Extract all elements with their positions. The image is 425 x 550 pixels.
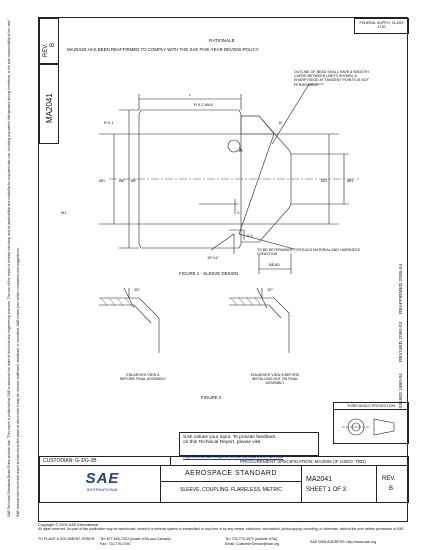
figure2-caption: FIGURE 2 [201, 395, 222, 400]
feedback-line1: SAE values your input. To provide feedba… [183, 435, 276, 440]
drawing-sheet: REV. B MA2041 FEDERAL SUPPLY CLASS 4730 … [38, 17, 409, 522]
doc-number-box-vertical: MA2041 [39, 64, 59, 144]
label-a: A [239, 148, 243, 154]
figure1-drawing: R 0.1 R 0.2 MAX A B ØD ØE ØF ØG ØH ØJ BE… [61, 83, 359, 274]
label-r02: R 0.2 MAX [194, 102, 214, 107]
note-hardness: TO BE DETERMINED FOR EACH MATERIAL AND H… [257, 248, 360, 257]
rationale-text: MA2041B HAS BEEN REAFFIRMED TO COMPLY WI… [67, 47, 260, 52]
logo-sub: INTERNATIONAL [86, 487, 119, 492]
footer-copyright: Copyright © 2005 SAE International [38, 523, 99, 527]
label-phi-h: ØH [347, 178, 353, 183]
rev-box-top: REV. B [39, 18, 59, 64]
footer-tel-us: Tel: 877-606-7323 (inside USA and Canada… [100, 537, 171, 541]
sae-logo: SAE INTERNATIONAL [50, 470, 155, 500]
label-phi-g: ØG [321, 178, 327, 183]
label-b: B [279, 120, 282, 125]
title-block: SAE INTERNATIONAL AEROSPACE STANDARD SLE… [39, 465, 409, 503]
projection-title: THIRD ANGLE PROJECTION [334, 403, 408, 411]
label-phi-d: ØD [99, 178, 105, 183]
angle-right: 15° [267, 287, 273, 292]
procurement: PROCUREMENT SPECIFICATION: MA2005 (IF US… [240, 459, 366, 464]
rev-value-top: B [50, 42, 56, 47]
aero-std: AEROSPACE STANDARD [185, 470, 277, 477]
label-phi-e: ØE [119, 178, 125, 183]
label-k: 0.3 [247, 233, 253, 238]
figure2-label-right: ENLARGED VIEW A BEFORE INSTALLING NUT ON… [250, 373, 300, 386]
rationale-title: RATIONALE [209, 38, 235, 43]
footer-web[interactable]: SAE WEB ADDRESS: http://www.sae.org [310, 540, 377, 544]
label-bead: BEAD [269, 262, 280, 267]
rev-label-top: REV. [43, 43, 49, 57]
rev-value-bottom: B [389, 486, 394, 492]
reaffirmed-date: REAFFIRMED 2005-04 [399, 263, 404, 314]
label-angle: 15°±1° [207, 255, 219, 260]
label-l: L [189, 92, 192, 97]
figure1-caption: FIGURE 1 - SLEEVE DESIGN [179, 271, 239, 276]
label-c: C [237, 210, 240, 215]
label-r01: R 0.1 [104, 120, 114, 125]
sheet-number: SHEET 1 OF 3 [306, 487, 346, 493]
footer-order-label: TO PLACE A DOCUMENT ORDER: [38, 537, 96, 541]
figure2-label-left: ENLARGED VIEW A BEFORE FINAL ASSEMBLY [120, 373, 166, 382]
footer-email: Email: CustomerService@sae.org [225, 542, 280, 546]
projection-box: THIRD ANGLE PROJECTION [333, 402, 409, 444]
logo-text: SAE [85, 470, 120, 487]
left-notice-line2: SAE reviews each technical report at lea… [16, 247, 20, 517]
angle-left: 15° [134, 287, 140, 292]
feedback-box: SAE values your input. To provide feedba… [179, 432, 319, 459]
figure2-drawing: 15° 15° [99, 287, 290, 353]
custodian: CUSTODIAN: G-3/G-3B [43, 458, 97, 464]
feedback-line2: on this Technical Report, please visit [183, 440, 261, 445]
footer-tel-int: Tel: 724-776-4970 (outside USA) [225, 537, 278, 541]
note-outline: OUTLINE OF BEAD SHALL HAVE A SMOOTH CURV… [294, 70, 369, 87]
label-phi-j: ØJ [61, 210, 66, 215]
part-title: SLEEVE, COUPLING, FLARELESS, METRIC [180, 487, 282, 493]
footer-rights: All rights reserved. No part of this pub… [38, 527, 405, 531]
fsc-box: FEDERAL SUPPLY CLASS 4730 [354, 18, 409, 34]
doc-number: MA2041 [306, 476, 333, 483]
fsc-line1: FEDERAL SUPPLY CLASS [359, 21, 404, 25]
rev-label-bottom: REV. [382, 476, 396, 482]
revised-date: REVISED 2000-03 [399, 322, 404, 362]
label-phi-f: ØF [131, 178, 137, 183]
doc-number-vertical: MA2041 [45, 93, 54, 123]
footer-fax: Fax: 724-776-0790 [100, 542, 131, 546]
left-notice-line1: SAE Technical Standards Board Rules prov… [7, 18, 11, 517]
projection-symbol [342, 418, 395, 436]
fsc-line2: 4730 [377, 25, 386, 30]
